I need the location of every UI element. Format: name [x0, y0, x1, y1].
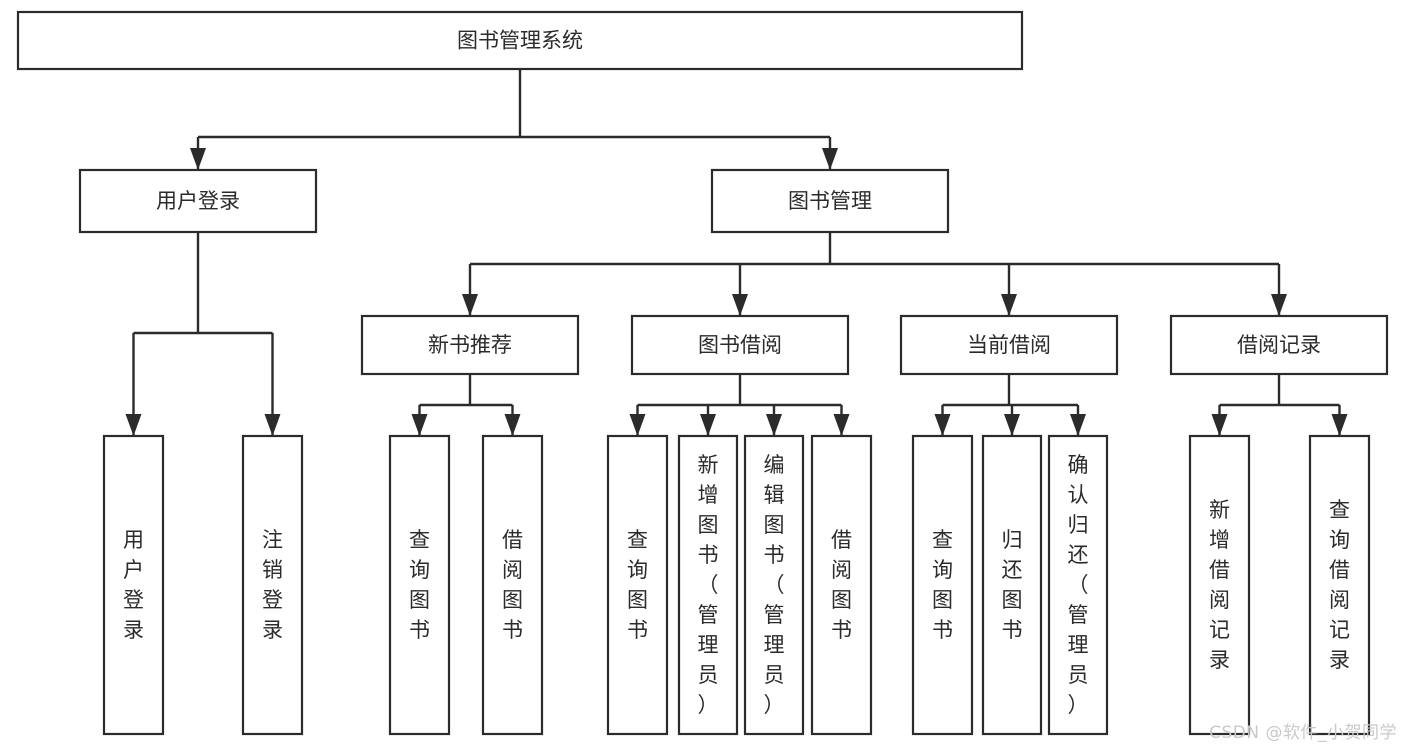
connector-user-bus [125, 232, 281, 436]
edge-arrowhead [462, 294, 478, 316]
node-box [606, 434, 669, 736]
node-l3-borrow[interactable]: 图书借阅 [630, 314, 850, 376]
edge-arrowhead [1004, 414, 1020, 436]
node-l2-book[interactable]: 图书管理 [710, 168, 950, 234]
node-l2-user[interactable]: 用户登录 [78, 168, 318, 234]
node-label: 借阅记录 [1237, 333, 1321, 357]
node-leaf-cur-return[interactable]: 归还图书 [981, 434, 1043, 736]
node-label: 查询图书 [932, 528, 953, 642]
node-box [1308, 434, 1371, 736]
node-label: 编辑图书（管理员） [764, 453, 785, 717]
connector-borrow-bus [629, 374, 850, 436]
node-l3-current[interactable]: 当前借阅 [899, 314, 1119, 376]
node-l3-new[interactable]: 新书推荐 [360, 314, 580, 376]
node-label: 当前借阅 [967, 333, 1051, 357]
node-label: 查询图书 [627, 528, 648, 642]
edge-arrowhead [264, 414, 281, 436]
node-leaf-bw-query[interactable]: 查询图书 [606, 434, 669, 736]
node-box [899, 314, 1119, 376]
node-label: 查询图书 [409, 528, 430, 642]
edge-arrowhead [629, 414, 646, 436]
node-box [481, 434, 544, 736]
node-leaf-bw-borrow[interactable]: 借阅图书 [810, 434, 873, 736]
node-label: 借阅图书 [502, 528, 523, 642]
edge-arrowhead [1331, 414, 1348, 436]
node-layer: 图书管理系统用户登录图书管理新书推荐图书借阅当前借阅借阅记录用户登录注销登录查询… [16, 10, 1389, 736]
node-label: 归还图书 [1002, 528, 1023, 642]
node-label: 新增图书（管理员） [698, 453, 719, 717]
node-box [360, 314, 580, 376]
node-leaf-rec-add[interactable]: 新增借阅记录 [1188, 434, 1251, 736]
node-l3-record[interactable]: 借阅记录 [1169, 314, 1389, 376]
edge-arrowhead [934, 414, 951, 436]
connector-new-bus [411, 374, 521, 436]
node-box [677, 434, 739, 736]
node-label: 确认归还（管理员） [1068, 453, 1089, 717]
node-label: 图书管理系统 [457, 29, 583, 53]
connector-book-bus [462, 232, 1287, 316]
node-leaf-cur-confirm[interactable]: 确认归还（管理员） [1047, 434, 1109, 736]
node-leaf-bw-add[interactable]: 新增图书（管理员） [677, 434, 739, 736]
node-box [630, 314, 850, 376]
node-leaf-cur-query[interactable]: 查询图书 [911, 434, 974, 736]
node-box [78, 168, 318, 234]
node-leaf-user-login[interactable]: 用户登录 [102, 434, 165, 736]
node-box [241, 434, 304, 736]
node-box [743, 434, 805, 736]
node-root[interactable]: 图书管理系统 [16, 10, 1024, 71]
node-box [16, 10, 1024, 71]
node-box [1169, 314, 1389, 376]
edge-arrowhead [1070, 414, 1086, 436]
node-box [911, 434, 974, 736]
watermark: CSDN @软件_小贺同学 [1209, 723, 1397, 743]
node-label: 注销登录 [262, 528, 283, 642]
node-label: 新书推荐 [428, 333, 512, 357]
edge-arrowhead [732, 294, 748, 316]
edge-arrowhead [1211, 414, 1228, 436]
edge-arrowhead [833, 414, 850, 436]
edge-arrowhead [1001, 294, 1017, 316]
node-leaf-bw-edit[interactable]: 编辑图书（管理员） [743, 434, 805, 736]
node-box [1047, 434, 1109, 736]
node-leaf-new-borrow[interactable]: 借阅图书 [481, 434, 544, 736]
edge-arrowhead [1271, 294, 1287, 316]
edge-arrowhead [766, 414, 782, 436]
node-leaf-user-logout[interactable]: 注销登录 [241, 434, 304, 736]
edge-arrowhead [411, 414, 428, 436]
node-label: 图书借阅 [698, 333, 782, 357]
node-label: 借阅图书 [831, 528, 852, 642]
node-box [810, 434, 873, 736]
edge-arrowhead [504, 414, 521, 436]
edge-arrowhead [822, 148, 838, 170]
edge-arrowhead [190, 148, 206, 170]
connector-record-bus [1211, 374, 1348, 436]
edge-layer [125, 69, 1348, 436]
edge-arrowhead [700, 414, 716, 436]
node-leaf-new-query[interactable]: 查询图书 [388, 434, 451, 736]
node-box [981, 434, 1043, 736]
node-label: 查询借阅记录 [1329, 498, 1350, 672]
node-box [102, 434, 165, 736]
node-box [1188, 434, 1251, 736]
node-label: 用户登录 [156, 189, 240, 213]
node-label: 图书管理 [788, 189, 872, 213]
node-label: 新增借阅记录 [1209, 498, 1230, 672]
node-label: 用户登录 [123, 528, 144, 642]
edge-arrowhead [125, 414, 142, 436]
node-box [388, 434, 451, 736]
node-box [710, 168, 950, 234]
node-leaf-rec-query[interactable]: 查询借阅记录 [1308, 434, 1371, 736]
connector-root-bus [190, 69, 838, 170]
connector-current-bus [934, 374, 1086, 436]
